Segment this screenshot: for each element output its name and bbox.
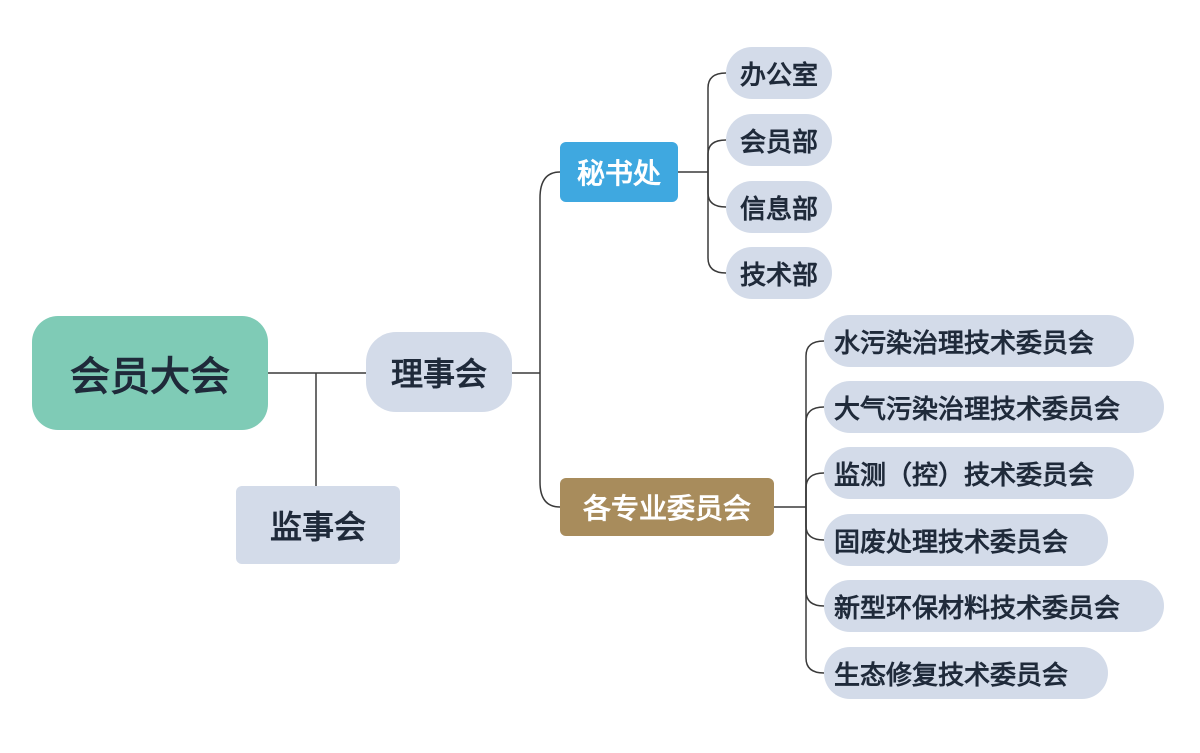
connector-com-4 [805, 507, 825, 607]
connector-council-committees [539, 373, 561, 508]
node-air-pollution-committee: 大气污染治理技术委员会 [824, 381, 1164, 433]
connector-sec-0 [707, 72, 727, 172]
node-technology-dept: 技术部 [726, 247, 832, 299]
connector-sec-2 [707, 172, 727, 208]
node-supervisory-board: 监事会 [236, 486, 400, 564]
connector-com-5 [805, 507, 825, 674]
node-water-pollution-committee: 水污染治理技术委员会 [824, 315, 1134, 367]
connector-com-1 [805, 406, 825, 507]
node-general-assembly: 会员大会 [32, 316, 268, 430]
node-solid-waste-committee: 固废处理技术委员会 [824, 514, 1108, 566]
node-council: 理事会 [366, 332, 512, 412]
node-information-dept: 信息部 [726, 181, 832, 233]
connector-sec-3 [707, 172, 727, 274]
connector-council-secretariat [539, 171, 561, 373]
connector-com-2 [805, 472, 825, 507]
connector-com-0 [805, 340, 825, 507]
node-monitoring-committee: 监测（控）技术委员会 [824, 447, 1134, 499]
connector-com-3 [805, 507, 825, 541]
node-secretariat: 秘书处 [560, 142, 678, 202]
node-committees: 各专业委员会 [560, 478, 774, 536]
node-office: 办公室 [726, 47, 832, 99]
node-new-materials-committee: 新型环保材料技术委员会 [824, 580, 1164, 632]
node-ecological-restoration-committee: 生态修复技术委员会 [824, 647, 1108, 699]
connector-sec-1 [707, 139, 727, 172]
node-membership-dept: 会员部 [726, 114, 832, 166]
